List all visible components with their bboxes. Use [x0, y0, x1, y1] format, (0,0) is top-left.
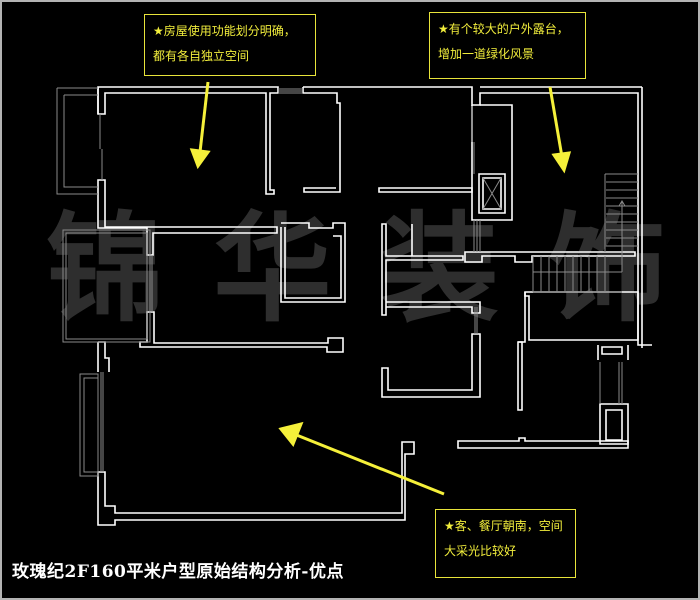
annotation-line: 大采光比较好	[444, 544, 517, 558]
annotation-south-facing: ★客、餐厅朝南，空间 大采光比较好	[435, 509, 576, 578]
windows-balconies	[56, 87, 638, 477]
annotation-function-zoning: ★房屋使用功能划分明确， 都有各自独立空间	[144, 14, 316, 76]
plan-title: 玫瑰纪2F160平米户型原始结构分析-优点	[12, 562, 344, 582]
annotation-line: ★房屋使用功能划分明确，	[153, 24, 296, 38]
annotation-outdoor-terrace: ★有个较大的户外露台， 增加一道绿化风景	[429, 12, 586, 79]
arrow-head	[189, 148, 211, 170]
annotation-line: ★有个较大的户外露台，	[438, 22, 569, 36]
annotation-line: ★客、餐厅朝南，空间	[444, 519, 563, 533]
walls	[97, 86, 652, 526]
annotation-line: 都有各自独立空间	[153, 49, 250, 63]
annotation-line: 增加一道绿化风景	[438, 47, 535, 61]
arrow-line	[198, 81, 210, 153]
arrows	[189, 81, 572, 496]
